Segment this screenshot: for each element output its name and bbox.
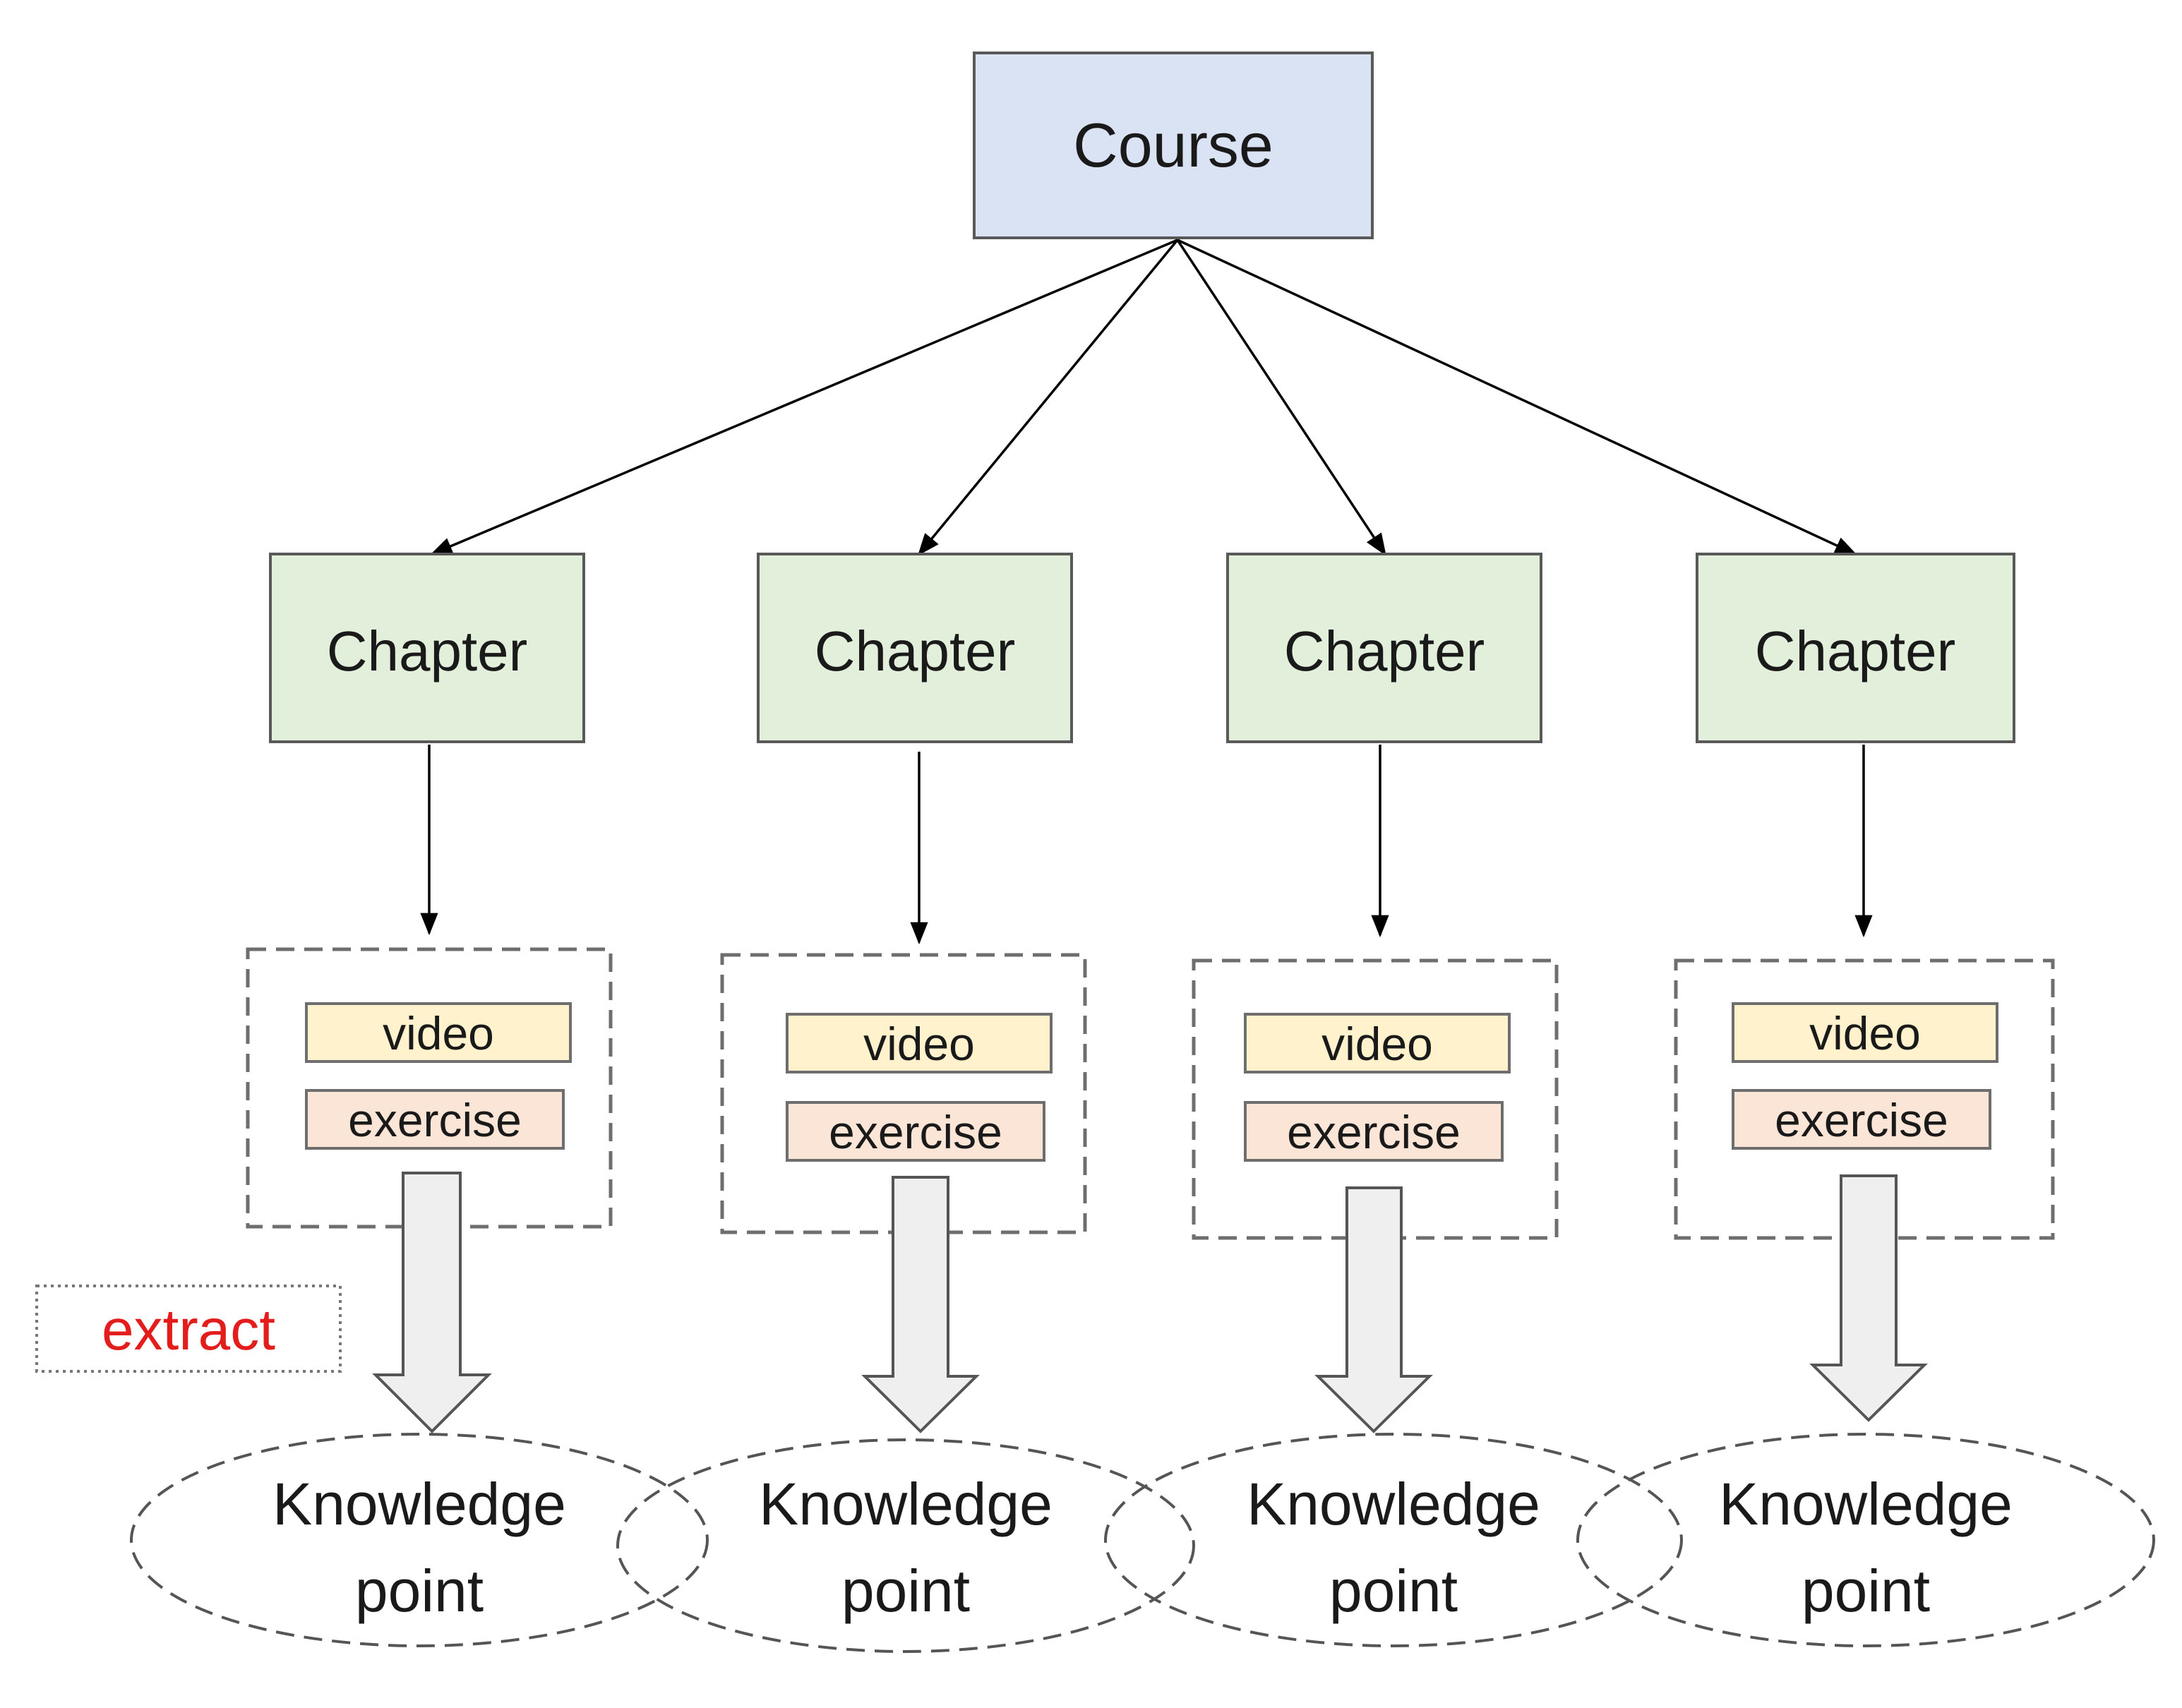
knowledge-point-4: Knowledge point (1576, 1433, 2155, 1647)
video-box (1244, 1013, 1511, 1073)
extract-arrow (372, 1172, 492, 1433)
extract-label: extract (102, 1298, 275, 1362)
chapter-column-3: Chapter video exercise (1192, 553, 1559, 1433)
exercise-box (1732, 1089, 1991, 1150)
connector-course-chapter-3 (1176, 239, 1386, 556)
knowledge-point-line-1: Knowledge (1247, 1471, 1540, 1537)
knowledge-point-2: Knowledge point (616, 1438, 1195, 1653)
chapter-label: Chapter (327, 620, 528, 682)
knowledge-point-ellipse (1104, 1433, 1683, 1647)
knowledge-point-line-2: point (1329, 1558, 1458, 1624)
chapter-column-2: Chapter video exercise (720, 553, 1087, 1433)
knowledge-point-ellipse (1576, 1433, 2155, 1647)
extract-note: extract (35, 1285, 342, 1373)
course-chapter-connectors (430, 239, 1857, 556)
extract-arrow (1314, 1186, 1433, 1433)
exercise-box (786, 1101, 1045, 1162)
video-label: video (1321, 1018, 1433, 1070)
video-label: video (383, 1007, 494, 1059)
chapter-box (1226, 553, 1542, 743)
knowledge-point-line-1: Knowledge (1719, 1471, 2013, 1537)
video-label: video (1809, 1007, 1921, 1059)
knowledge-point-line-2: point (1802, 1558, 1930, 1624)
exercise-label: exercise (829, 1106, 1002, 1158)
video-box (1732, 1002, 1998, 1063)
chapter-label: Chapter (1284, 620, 1485, 682)
knowledge-point-line-2: point (841, 1558, 970, 1624)
video-label: video (863, 1018, 975, 1070)
extract-arrow (1809, 1174, 1928, 1422)
video-box (786, 1013, 1053, 1073)
exercise-label: exercise (1287, 1106, 1461, 1158)
chapter-box (757, 553, 1073, 743)
extract-box (35, 1285, 342, 1373)
knowledge-point-3: Knowledge point (1104, 1433, 1683, 1647)
chapter-box (1696, 553, 2015, 743)
extract-arrow (861, 1176, 980, 1433)
knowledge-point-ellipse (616, 1438, 1195, 1653)
knowledge-point-line-1: Knowledge (759, 1471, 1053, 1537)
content-group-box (1674, 958, 2055, 1240)
course-label: Course (1073, 110, 1273, 180)
chapter-label: Chapter (1755, 620, 1956, 682)
chapter-box (269, 553, 585, 743)
knowledge-point-line-2: point (355, 1558, 484, 1624)
chapter-column-4: Chapter video exercise (1674, 553, 2055, 1422)
exercise-label: exercise (1775, 1094, 1948, 1146)
video-box (305, 1002, 572, 1063)
exercise-box (305, 1089, 565, 1150)
chapter-column-1: Chapter video exercise (246, 553, 613, 1433)
connector-course-chapter-1 (430, 239, 1178, 555)
course-node: Course (973, 52, 1374, 239)
knowledge-point-1: Knowledge point (130, 1433, 709, 1647)
chapter-label: Chapter (815, 620, 1016, 682)
knowledge-point-ellipse (130, 1433, 709, 1647)
exercise-box (1244, 1101, 1504, 1162)
knowledge-points: Knowledge point Knowledge point Knowledg… (130, 1433, 2155, 1653)
connector-course-chapter-4 (1177, 239, 1857, 555)
connector-course-chapter-2 (917, 239, 1179, 556)
knowledge-point-line-1: Knowledge (272, 1471, 566, 1537)
exercise-label: exercise (348, 1094, 522, 1146)
course-box (973, 52, 1374, 239)
